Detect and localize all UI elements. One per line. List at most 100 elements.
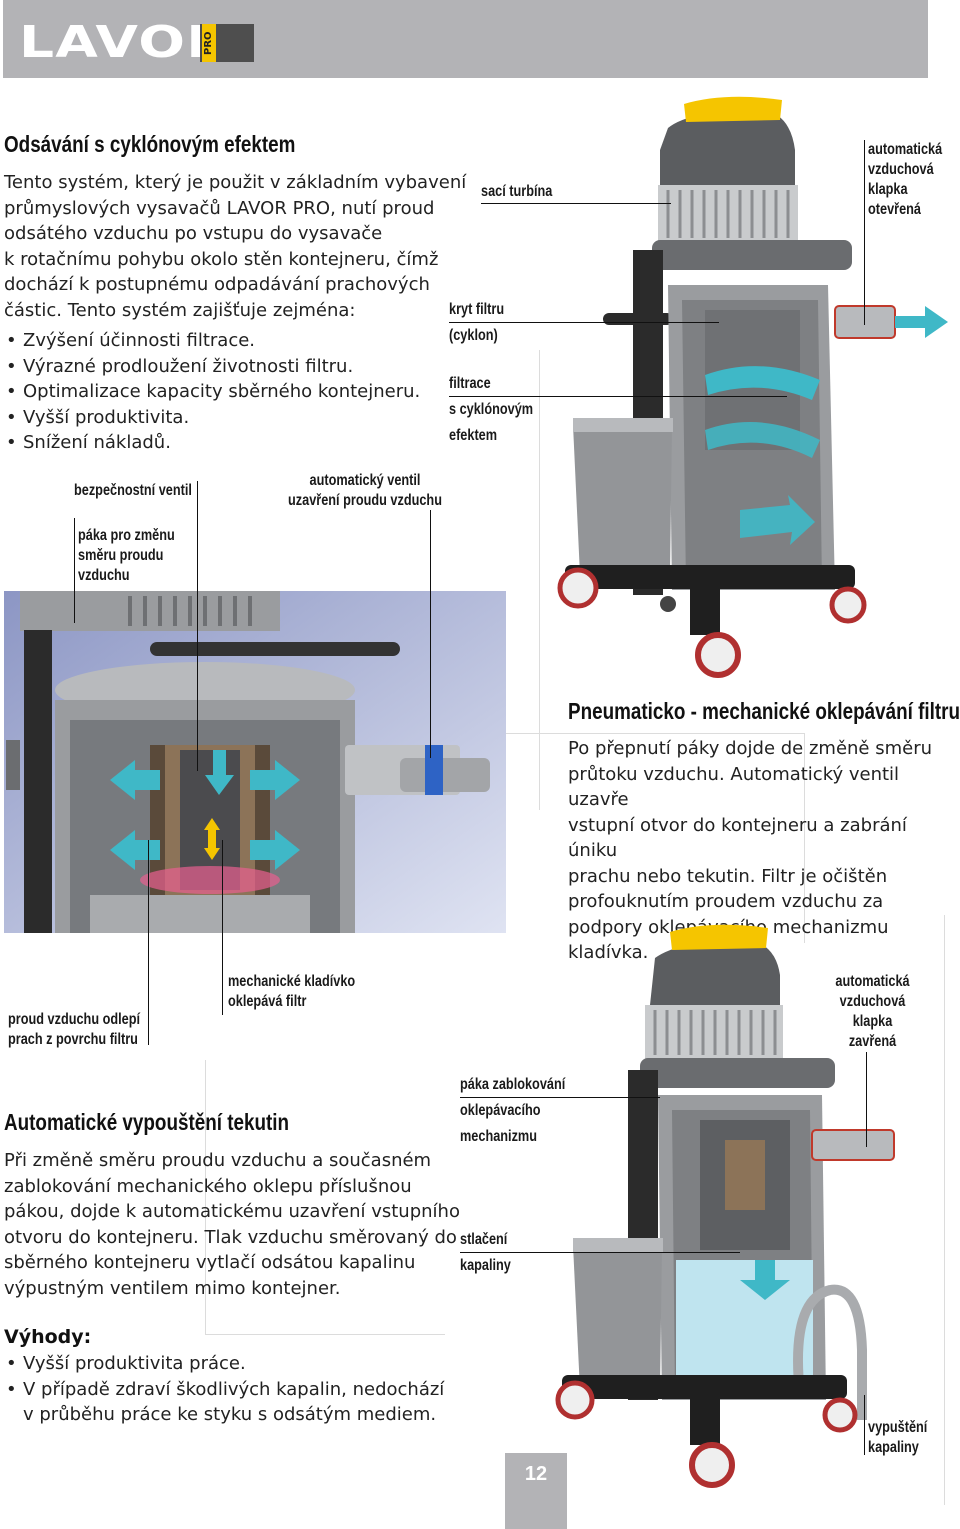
text-line: prachu nebo tekutin. Filtr je očištěn xyxy=(568,865,888,887)
label-line: automatická xyxy=(868,141,943,158)
section1-bullets: Zvýšení účinnosti filtrace. Výrazné prod… xyxy=(4,328,420,456)
text-line: výpustným ventilem mimo kontejner. xyxy=(4,1277,341,1299)
label-line: mechanizmu xyxy=(460,1128,537,1145)
ghost-frame xyxy=(804,733,805,943)
callout-line xyxy=(460,1252,740,1253)
label-line: páka pro změnu xyxy=(78,527,175,544)
callout-line xyxy=(866,1052,867,1147)
label-line: směru proudu xyxy=(78,547,164,564)
section3-title: Automatické vypouštění tekutin xyxy=(4,1109,290,1135)
label-line: oklepává filtr xyxy=(228,993,307,1010)
text-line: průtoku vzduchu. Automatický ventil uzav… xyxy=(568,763,900,811)
label-vypusteni: vypuštění kapaliny xyxy=(868,1418,927,1458)
label-line: klapka xyxy=(868,181,908,198)
label-line: vzduchu xyxy=(78,567,130,584)
label-line: kapaliny xyxy=(460,1257,511,1274)
text-line: sběrného kontejneru vytlačí odsátou kapa… xyxy=(4,1252,416,1273)
text-line: vstupní otvor do kontejneru a zabrání ún… xyxy=(568,814,907,862)
label-kladivko: mechanické kladívko oklepává filtr xyxy=(228,972,355,1012)
label-bezpecnostni-ventil: bezpečnostní ventil xyxy=(74,482,192,499)
callout-line xyxy=(74,518,75,623)
label-filtrace: filtrace s cyklónovým efektem xyxy=(449,374,533,446)
label-line: prach z povrchu filtru xyxy=(8,1031,138,1048)
label-line: (cyklon) xyxy=(449,327,498,344)
list-item: Snížení nákladů. xyxy=(4,430,420,456)
section1-text: Tento systém, který je použit v základní… xyxy=(4,170,466,323)
page-number: 12 xyxy=(505,1453,567,1529)
ghost-frame xyxy=(944,915,945,1505)
label-stlaceni: stlačení kapaliny xyxy=(460,1230,511,1276)
label-line: automatický ventil xyxy=(309,472,421,489)
label-line: filtrace xyxy=(449,375,491,392)
callout-line xyxy=(864,1395,865,1455)
label-paka-zablokovani: páka zablokování oklepávacího mechanizmu xyxy=(460,1075,565,1147)
text-line: k rotačnímu pohybu okolo stěn kontejneru… xyxy=(4,248,439,270)
list-item: Výrazné prodloužení životnosti filtru. xyxy=(4,354,420,380)
label-line: kryt filtru xyxy=(449,301,505,318)
text-line: Tento systém, který je použit v základní… xyxy=(4,172,467,193)
label-line: vzduchová xyxy=(868,161,934,178)
advantages-continuation: v průběhu práce ke styku s odsátým medie… xyxy=(23,1404,437,1425)
callout-line xyxy=(222,840,223,1015)
label-line: kapaliny xyxy=(868,1439,919,1456)
callout-line xyxy=(430,510,431,758)
callout-line xyxy=(481,203,671,204)
ghost-frame xyxy=(205,1060,445,1335)
page-header: LAVOR PRO xyxy=(3,0,928,78)
label-line: efektem xyxy=(449,427,498,444)
list-item: Vyšší produktivita práce. xyxy=(4,1351,444,1377)
section3-text: Při změně směru proudu vzduchu a současn… xyxy=(4,1148,460,1301)
label-line: klapka xyxy=(852,1013,893,1030)
text-line: kladívka. xyxy=(568,942,649,963)
label-line: automatická xyxy=(835,973,910,990)
callout-line xyxy=(197,481,198,771)
logo-wordmark: LAVOR xyxy=(19,17,230,68)
label-klapka-otevrena: automatická vzduchová klapka otevřená xyxy=(868,140,942,220)
label-line: uzavření proudu vzduchu xyxy=(288,492,442,509)
callout-line xyxy=(148,840,149,1045)
callout-line xyxy=(864,140,865,325)
list-item: Zvýšení účinnosti filtrace. xyxy=(4,328,420,354)
label-automaticky-ventil: automatický ventil uzavření proudu vzduc… xyxy=(287,471,443,511)
list-item: Vyšší produktivita. xyxy=(4,405,420,431)
label-proud-vzduchu: proud vzduchu odlepí prach z povrchu fil… xyxy=(8,1010,140,1050)
lavor-logo: LAVOR xyxy=(19,20,229,66)
label-line: proud vzduchu odlepí xyxy=(8,1011,141,1028)
text-line: částic. Tento systém zajišťuje zejména: xyxy=(4,299,356,321)
label-line: páka zablokování xyxy=(460,1076,566,1093)
label-line: s cyklónovým xyxy=(449,401,534,418)
list-item: Optimalizace kapacity sběrného kontejner… xyxy=(4,379,420,405)
ghost-frame xyxy=(505,733,805,734)
text-line: průmyslových vysavačů LAVOR PRO, nutí pr… xyxy=(4,197,435,219)
text-line: otvoru do kontejneru. Tlak vzduchu směro… xyxy=(4,1226,457,1248)
label-paka-zmena: páka pro změnu směru proudu vzduchu xyxy=(78,526,175,586)
logo-pro-badge: PRO xyxy=(200,24,254,62)
label-line: zavřená xyxy=(848,1033,897,1050)
label-line: vzduchová xyxy=(839,993,906,1010)
advantages-list: Vyšší produktivita práce. V případě zdra… xyxy=(4,1351,444,1402)
text-line: zablokování mechanického oklepu příslušn… xyxy=(4,1175,412,1197)
label-line: vypuštění xyxy=(868,1419,928,1436)
text-line: dochází k postupnému odpadávání prachový… xyxy=(4,274,430,295)
section1-title: Odsávání s cyklónovým efektem xyxy=(4,131,296,157)
label-line: otevřená xyxy=(868,201,921,218)
text-line: odsátého vzduchu po vstupu do vysavače xyxy=(4,223,383,244)
callout-line xyxy=(460,1097,660,1098)
text-line: profouknutím proudem vzduchu za xyxy=(568,891,884,912)
callout-line xyxy=(449,322,719,323)
label-klapka-zavrena: automatická vzduchová klapka zavřená xyxy=(829,972,915,1052)
text-line: Po přepnutí páky dojde de změně směru xyxy=(568,738,933,759)
ghost-frame xyxy=(530,350,540,810)
text-line: pákou, dojde k automatickému uzavření vs… xyxy=(4,1201,460,1222)
section2-title: Pneumaticko - mechanické oklepávání filt… xyxy=(568,698,960,724)
label-line: oklepávacího xyxy=(460,1102,541,1119)
label-saci-turbina: sací turbína xyxy=(481,183,553,200)
label-line: mechanické kladívko xyxy=(228,973,356,990)
callout-line xyxy=(449,396,787,397)
label-line: stlačení xyxy=(460,1231,508,1248)
advantages-title: Výhody: xyxy=(4,1326,92,1348)
text-line: Při změně směru proudu vzduchu a současn… xyxy=(4,1150,432,1171)
